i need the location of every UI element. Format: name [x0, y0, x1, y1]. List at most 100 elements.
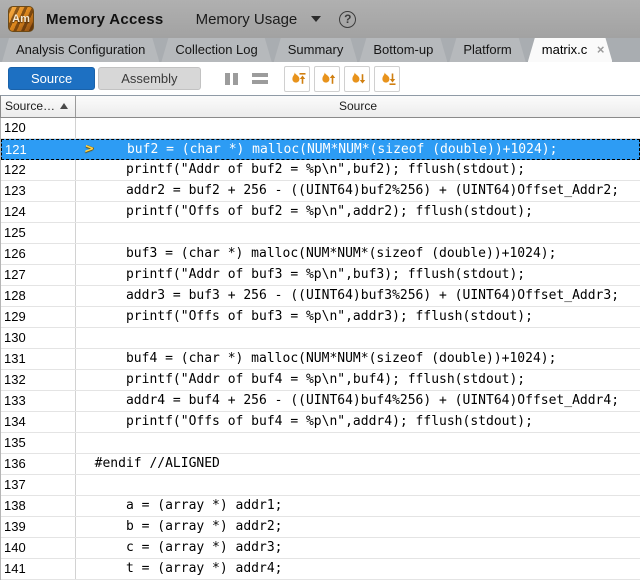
- source-code: printf("Addr of buf3 = %p\n",buf3); fflu…: [76, 265, 640, 285]
- source-row[interactable]: 129 printf("Offs of buf3 = %p\n",addr3);…: [1, 307, 640, 328]
- source-code: addr4 = buf4 + 256 - ((UINT64)buf4%256) …: [76, 391, 640, 411]
- source-code: printf("Addr of buf2 = %p\n",buf2); fflu…: [76, 160, 640, 180]
- viewpoint-selector[interactable]: Memory Usage: [196, 11, 322, 28]
- assembly-view-button[interactable]: Assembly: [98, 67, 201, 90]
- column-header-source[interactable]: Source: [338, 99, 378, 113]
- source-row[interactable]: 140 c = (array *) addr3;: [1, 538, 640, 559]
- source-code: addr3 = buf3 + 256 - ((UINT64)buf3%256) …: [76, 286, 640, 306]
- tab-bottom-up[interactable]: Bottom-up: [359, 38, 447, 62]
- line-number: 138: [1, 496, 76, 516]
- source-row[interactable]: 121 > buf2 = (char *) malloc(NUM*NUM*(siz…: [1, 139, 640, 160]
- source-toolbar: Source Assembly: [0, 62, 640, 95]
- source-view-button[interactable]: Source: [8, 67, 96, 90]
- line-number: 128: [1, 286, 76, 306]
- source-code: printf("Offs of buf4 = %p\n",addr4); ffl…: [76, 412, 640, 432]
- hotspot-last-down-icon[interactable]: [373, 65, 400, 92]
- source-code: buf3 = (char *) malloc(NUM*NUM*(sizeof (…: [76, 244, 640, 264]
- source-row[interactable]: 138 a = (array *) addr1;: [1, 496, 640, 517]
- source-row[interactable]: 139 b = (array *) addr2;: [1, 517, 640, 538]
- line-number: 130: [1, 328, 76, 348]
- source-code-text: buf3 = (char *) malloc(NUM*NUM*(sizeof (…: [79, 246, 557, 261]
- tab-analysis-configuration[interactable]: Analysis Configuration: [2, 38, 159, 62]
- source-code: [76, 223, 640, 243]
- line-number: 132: [1, 370, 76, 390]
- line-number: 125: [1, 223, 76, 243]
- source-code-text: printf("Addr of buf2 = %p\n",buf2); fflu…: [79, 162, 526, 177]
- tab-platform[interactable]: Platform: [449, 38, 525, 62]
- source-row[interactable]: 137: [1, 475, 640, 496]
- source-row[interactable]: 135: [1, 433, 640, 454]
- line-number: 122: [1, 160, 76, 180]
- source-code: printf("Addr of buf4 = %p\n",buf4); fflu…: [76, 370, 640, 390]
- column-header-source-line[interactable]: Source…: [1, 96, 76, 117]
- line-number: 136: [1, 454, 76, 474]
- source-row[interactable]: 127 printf("Addr of buf3 = %p\n",buf3); …: [1, 265, 640, 286]
- page-title: Memory Access: [46, 10, 164, 28]
- tab-matrix-c[interactable]: matrix.c ×: [528, 38, 613, 62]
- pause-icon[interactable]: [224, 72, 240, 85]
- source-code-text: printf("Addr of buf3 = %p\n",buf3); fflu…: [79, 267, 526, 282]
- source-code: > buf2 = (char *) malloc(NUM*NUM*(sizeof…: [77, 140, 639, 159]
- source-code-text: printf("Addr of buf4 = %p\n",buf4); fflu…: [79, 372, 526, 387]
- source-row[interactable]: 122 printf("Addr of buf2 = %p\n",buf2); …: [1, 160, 640, 181]
- line-number: 121: [5, 142, 27, 157]
- line-number: 120: [1, 118, 76, 138]
- source-row[interactable]: 141 t = (array *) addr4;: [1, 559, 640, 580]
- source-row[interactable]: 132 printf("Addr of buf4 = %p\n",buf4); …: [1, 370, 640, 391]
- source-code: printf("Offs of buf3 = %p\n",addr3); ffl…: [76, 307, 640, 327]
- source-code: [76, 328, 640, 348]
- hotspot-prev-up-icon[interactable]: [313, 65, 340, 92]
- line-number: 137: [1, 475, 76, 495]
- source-code: a = (array *) addr1;: [76, 496, 640, 516]
- source-row[interactable]: 126 buf3 = (char *) malloc(NUM*NUM*(size…: [1, 244, 640, 265]
- horizontal-lines-icon[interactable]: [251, 73, 268, 84]
- source-code: [76, 475, 640, 495]
- top-header: Am Memory Access Memory Usage ?: [0, 0, 640, 38]
- help-icon[interactable]: ?: [339, 10, 357, 28]
- source-code-text: #endif //ALIGNED: [79, 456, 220, 471]
- source-code: addr2 = buf2 + 256 - ((UINT64)buf2%256) …: [76, 181, 640, 201]
- line-number: 134: [1, 412, 76, 432]
- source-row[interactable]: 136 #endif //ALIGNED: [1, 454, 640, 475]
- source-row[interactable]: 134 printf("Offs of buf4 = %p\n",addr4);…: [1, 412, 640, 433]
- source-code: printf("Offs of buf2 = %p\n",addr2); ffl…: [76, 202, 640, 222]
- source-code: t = (array *) addr4;: [76, 559, 640, 579]
- hotspot-next-down-icon[interactable]: [343, 65, 370, 92]
- line-number: 123: [1, 181, 76, 201]
- line-number: 141: [1, 559, 76, 579]
- hotspot-navigation: [283, 65, 400, 92]
- source-code-text: addr4 = buf4 + 256 - ((UINT64)buf4%256) …: [79, 393, 620, 408]
- source-row[interactable]: 128 addr3 = buf3 + 256 - ((UINT64)buf3%2…: [1, 286, 640, 307]
- viewpoint-label: Memory Usage: [195, 10, 298, 28]
- source-row[interactable]: 125: [1, 223, 640, 244]
- source-code-text: c = (array *) addr3;: [79, 540, 283, 555]
- source-row[interactable]: 131 buf4 = (char *) malloc(NUM*NUM*(size…: [1, 349, 640, 370]
- close-icon[interactable]: ×: [596, 42, 605, 57]
- source-row[interactable]: 133 addr4 = buf4 + 256 - ((UINT64)buf4%2…: [1, 391, 640, 412]
- source-code: buf4 = (char *) malloc(NUM*NUM*(sizeof (…: [76, 349, 640, 369]
- source-code: #endif //ALIGNED: [76, 454, 640, 474]
- source-row[interactable]: 123 addr2 = buf2 + 256 - ((UINT64)buf2%2…: [1, 181, 640, 202]
- source-code-text: buf4 = (char *) malloc(NUM*NUM*(sizeof (…: [79, 351, 557, 366]
- sort-ascending-icon: [60, 103, 68, 109]
- source-row[interactable]: 124 printf("Offs of buf2 = %p\n",addr2);…: [1, 202, 640, 223]
- hotspot-first-up-icon[interactable]: [283, 65, 310, 92]
- tab-summary[interactable]: Summary: [274, 38, 358, 62]
- chevron-down-icon: [311, 16, 322, 22]
- line-number: 126: [1, 244, 76, 264]
- source-code-text: printf("Offs of buf4 = %p\n",addr4); ffl…: [79, 414, 533, 429]
- source-code: [76, 433, 640, 453]
- line-number: 135: [1, 433, 76, 453]
- source-code-text: b = (array *) addr2;: [79, 519, 283, 534]
- source-row[interactable]: 130: [1, 328, 640, 349]
- source-row[interactable]: 120: [1, 118, 640, 139]
- source-code-text: printf("Offs of buf3 = %p\n",addr3); ffl…: [79, 309, 533, 324]
- app-logo-icon: Am: [8, 6, 34, 32]
- source-code-text: t = (array *) addr4;: [79, 561, 283, 576]
- column-header-source-line-label: Source…: [5, 99, 56, 113]
- line-number: 139: [1, 517, 76, 537]
- tab-collection-log[interactable]: Collection Log: [161, 38, 271, 62]
- source-code: b = (array *) addr2;: [76, 517, 640, 537]
- result-tabbar: Analysis Configuration Collection Log Su…: [0, 38, 640, 62]
